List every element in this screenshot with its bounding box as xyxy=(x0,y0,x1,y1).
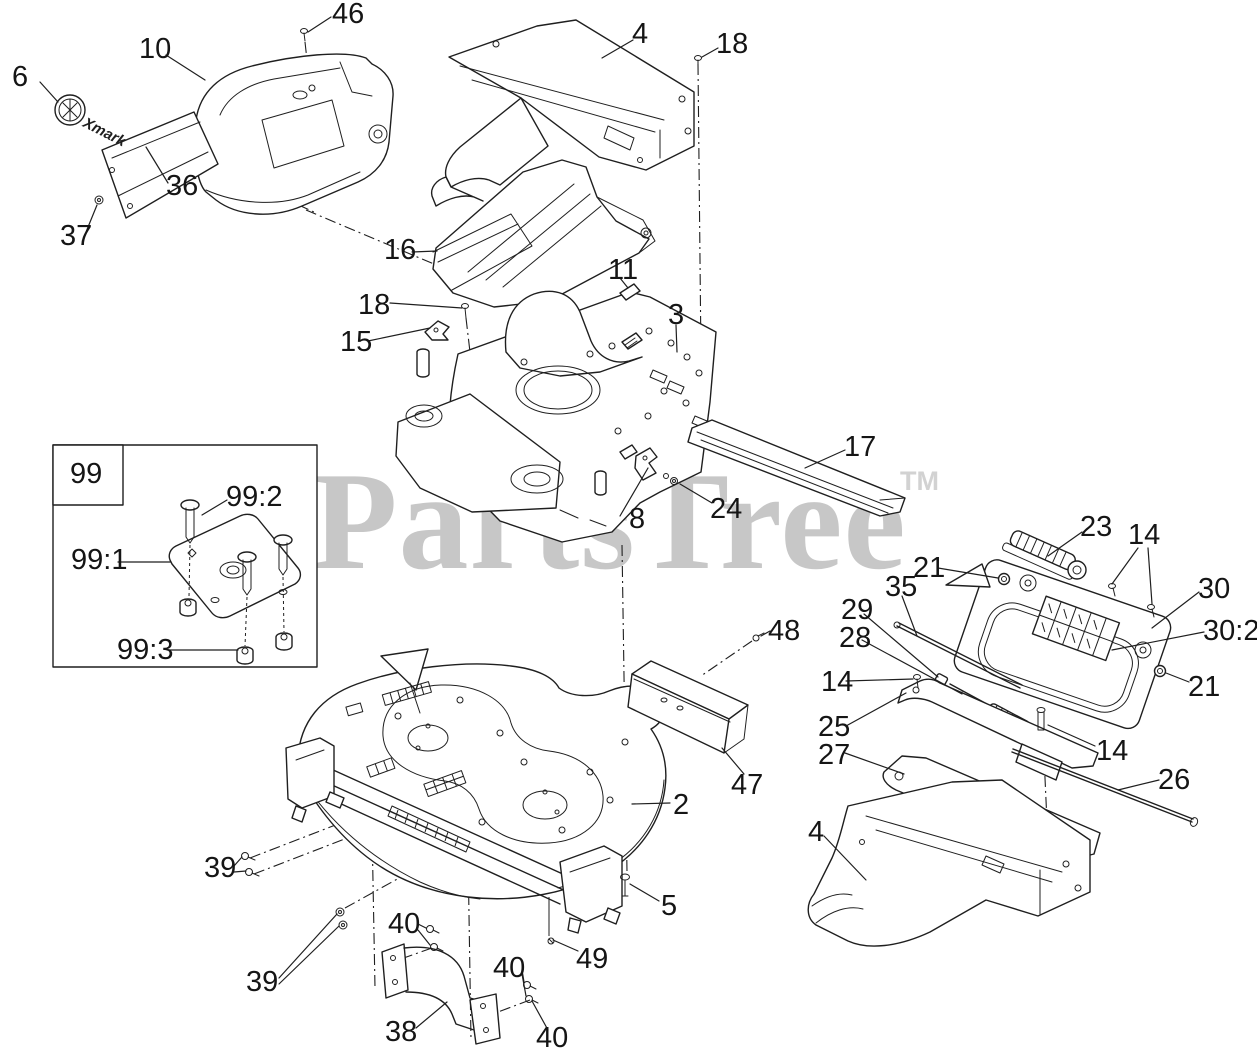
callout-14-left: 14 xyxy=(821,666,854,698)
callout-27: 27 xyxy=(818,739,851,771)
part-2-deck-shell xyxy=(285,648,667,934)
callout-26: 26 xyxy=(1158,764,1191,796)
callout-5: 5 xyxy=(661,890,678,922)
callout-18-top: 18 xyxy=(716,28,749,60)
part-3-frame xyxy=(395,283,717,543)
clip-11 xyxy=(619,283,641,301)
screws-39-40 xyxy=(241,852,539,1004)
screw-46 xyxy=(300,28,308,42)
callout-18-mid: 18 xyxy=(358,289,391,321)
part-99-1-plate xyxy=(168,513,302,619)
callout-4-top: 4 xyxy=(632,18,649,50)
callout-99-1: 99:1 xyxy=(71,544,128,576)
screw-37 xyxy=(94,195,104,205)
callout-29: 29 xyxy=(841,594,874,626)
watermark-trademark: TM xyxy=(900,466,939,496)
callout-10: 10 xyxy=(139,33,172,65)
deck-holes xyxy=(394,696,629,834)
callout-38: 38 xyxy=(385,1016,418,1048)
deck-front-decal xyxy=(387,805,471,853)
callout-39-lower: 39 xyxy=(246,966,279,998)
callout-14-bottom: 14 xyxy=(1096,735,1129,767)
leader-lines xyxy=(39,16,1205,1031)
part-4-lower-chute-cover xyxy=(807,779,1091,947)
part-4-upper-chute-cover xyxy=(430,19,695,207)
callout-39-upper: 39 xyxy=(204,852,237,884)
deck-decals xyxy=(345,681,467,797)
part-35-rod xyxy=(896,622,1023,689)
part-99-3-nuts xyxy=(179,598,293,665)
rod-spring-group xyxy=(893,621,1099,769)
part-38-bracket xyxy=(381,943,501,1045)
callout-99-2: 99:2 xyxy=(226,481,283,513)
nut-21-upper xyxy=(997,572,1011,586)
screw-48 xyxy=(752,632,765,642)
part-16-ramp xyxy=(432,159,656,308)
part-26-rod xyxy=(1011,748,1199,827)
callout-48: 48 xyxy=(768,615,801,647)
anchor-bar xyxy=(897,678,1099,769)
callout-40-top: 40 xyxy=(388,908,421,940)
part-99-2-bolts xyxy=(180,499,293,647)
callout-11: 11 xyxy=(608,254,639,286)
callout-49: 49 xyxy=(576,943,609,975)
clip-11-lower xyxy=(621,332,643,350)
callout-99-3: 99:3 xyxy=(117,634,174,666)
callout-47: 47 xyxy=(731,769,764,801)
callout-23: 23 xyxy=(1080,511,1113,543)
part-30-panel xyxy=(945,530,1172,730)
part-47-cover xyxy=(627,660,749,754)
callout-2: 2 xyxy=(673,789,690,821)
screw-14-left xyxy=(913,674,921,689)
screw-18-top xyxy=(694,55,702,69)
callout-16: 16 xyxy=(384,234,417,266)
callout-21-upper: 21 xyxy=(913,552,946,584)
clip-8 xyxy=(634,447,658,481)
callout-99: 99 xyxy=(70,458,103,490)
part-30-2-decal xyxy=(1031,595,1121,662)
bolt-14-bottom xyxy=(1036,707,1046,731)
warning-pennant xyxy=(380,648,429,714)
callout-37: 37 xyxy=(60,220,93,252)
callout-15: 15 xyxy=(340,326,373,358)
inset-box-99 xyxy=(52,444,318,668)
callout-14-right: 14 xyxy=(1128,519,1161,551)
screw-18-mid xyxy=(461,303,469,319)
callout-6: 6 xyxy=(12,61,29,93)
callout-4-bottom: 4 xyxy=(808,816,825,848)
callout-25: 25 xyxy=(818,711,851,743)
frame-holes xyxy=(520,327,703,435)
callout-8: 8 xyxy=(629,503,646,535)
clip-15 xyxy=(424,320,450,341)
callout-30: 30 xyxy=(1198,573,1231,605)
callout-21-lower: 21 xyxy=(1188,671,1221,703)
callout-40-bottom: 40 xyxy=(536,1022,569,1054)
callout-30-2: 30:2 xyxy=(1203,615,1257,647)
callout-24: 24 xyxy=(710,493,743,525)
part-36-plate xyxy=(101,111,219,219)
callout-28: 28 xyxy=(839,622,872,654)
bolt-5 xyxy=(620,873,630,897)
part-10-belt-cover xyxy=(194,53,394,215)
callout-17: 17 xyxy=(844,431,877,463)
callout-40-mid: 40 xyxy=(493,952,526,984)
callout-35: 35 xyxy=(885,571,918,603)
screw-49 xyxy=(547,897,555,945)
callout-36: 36 xyxy=(166,170,199,202)
part-17-side-rail xyxy=(687,419,906,517)
callout-46: 46 xyxy=(332,0,365,30)
nut-21-lower xyxy=(1153,664,1167,678)
callout-3: 3 xyxy=(668,299,685,331)
bolt-24 xyxy=(663,473,678,485)
